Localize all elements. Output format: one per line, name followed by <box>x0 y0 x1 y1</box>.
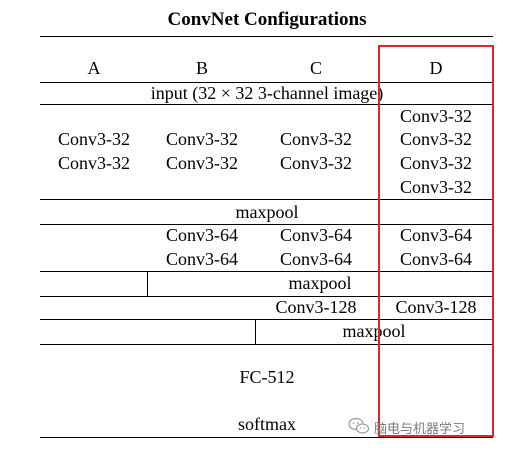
bottom-rule <box>40 437 493 438</box>
cell-d-conv64-2: Conv3-64 <box>400 249 472 269</box>
maxpool-1: maxpool <box>235 202 299 222</box>
maxpool3-rule <box>40 344 493 345</box>
input-row: input (32 × 32 3-channel image) <box>150 83 384 103</box>
cell-d-conv2: Conv3-32 <box>400 129 472 149</box>
cell-c-conv64-2: Conv3-64 <box>280 249 352 269</box>
softmax-layer: softmax <box>238 414 296 434</box>
cell-a-conv2: Conv3-32 <box>58 153 130 173</box>
cell-a-conv1: Conv3-32 <box>58 129 130 149</box>
maxpool1-rule <box>40 224 493 225</box>
wechat-icon <box>348 417 370 434</box>
column-header-a: A <box>87 58 101 78</box>
cell-b-conv64-1: Conv3-64 <box>166 225 238 245</box>
cell-b-conv2: Conv3-32 <box>166 153 238 173</box>
top-rule <box>40 36 493 37</box>
cell-c-conv2: Conv3-32 <box>280 153 352 173</box>
maxpool-3: maxpool <box>342 321 406 341</box>
block3-rule <box>40 319 493 320</box>
cell-d-conv3: Conv3-32 <box>400 153 472 173</box>
maxpool-2: maxpool <box>288 273 352 293</box>
block2-rule <box>40 271 493 272</box>
maxpool2-rule <box>40 296 493 297</box>
cell-c-conv64-1: Conv3-64 <box>280 225 352 245</box>
table-title: ConvNet Configurations <box>167 9 367 30</box>
column-header-c: C <box>309 58 323 78</box>
maxpool2-divider <box>147 271 148 296</box>
cell-d-conv1: Conv3-32 <box>400 106 472 126</box>
cell-d-conv64-1: Conv3-64 <box>400 225 472 245</box>
header-rule <box>40 82 493 83</box>
block1-rule <box>40 199 493 200</box>
cell-b-conv64-2: Conv3-64 <box>166 249 238 269</box>
cell-d-conv4: Conv3-32 <box>400 177 472 197</box>
cell-b-conv1: Conv3-32 <box>166 129 238 149</box>
cell-d-conv128: Conv3-128 <box>395 297 477 317</box>
maxpool3-divider <box>255 319 256 344</box>
column-header-b: B <box>195 58 209 78</box>
input-rule <box>40 104 493 105</box>
column-header-d: D <box>429 58 443 78</box>
cell-c-conv128: Conv3-128 <box>275 297 357 317</box>
fc-layer: FC-512 <box>239 367 295 387</box>
column-d-highlight <box>378 45 494 437</box>
watermark-text: 脑电与机器学习 <box>374 422 466 437</box>
cell-c-conv1: Conv3-32 <box>280 129 352 149</box>
